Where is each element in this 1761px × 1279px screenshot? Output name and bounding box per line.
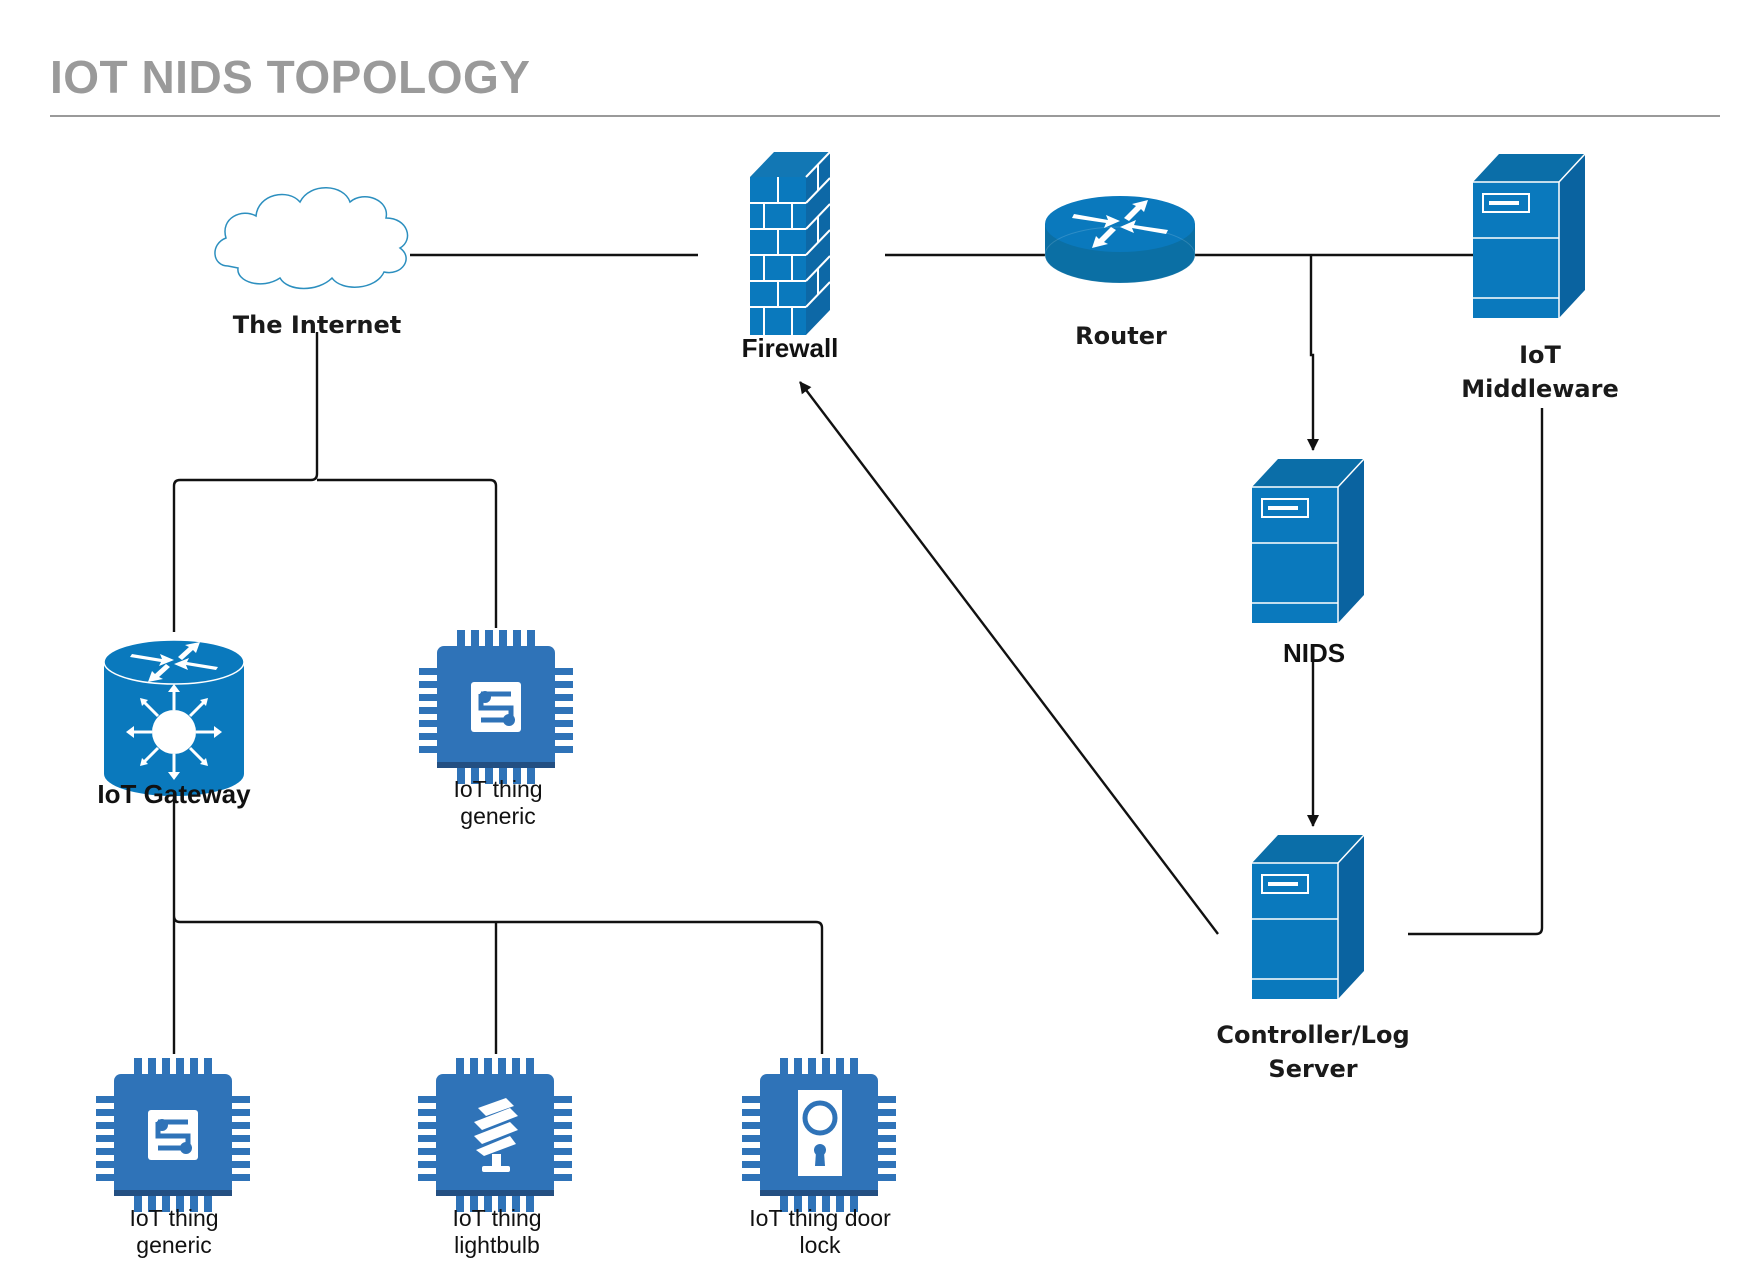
link-router-nids — [1307, 255, 1319, 451]
thing-top-label-line1: IoT thing — [453, 776, 542, 802]
middleware-server-icon — [1472, 153, 1586, 319]
gateway-label: IoT Gateway — [97, 779, 251, 809]
chip-generic-icon — [419, 630, 573, 784]
thing-lock-label-line1: IoT thing door — [749, 1205, 891, 1231]
chip-lightbulb-icon — [418, 1058, 572, 1212]
firewall-label: Firewall — [742, 333, 839, 363]
thing-top-label-line2: generic — [460, 803, 535, 829]
thing-generic-label-line1: IoT thing — [129, 1205, 218, 1231]
controller-label-line1: Controller/Log — [1216, 1021, 1409, 1049]
router-label: Router — [1075, 322, 1167, 350]
chip-generic-icon — [96, 1058, 250, 1212]
controller-server-icon — [1251, 834, 1365, 1000]
controller-label-line2: Server — [1268, 1055, 1357, 1083]
link-controller-middleware — [1408, 408, 1544, 936]
chip-doorlock-icon — [742, 1058, 896, 1212]
thing-bulb-label-line1: IoT thing — [452, 1205, 541, 1231]
firewall-icon — [750, 151, 831, 335]
nids-label: NIDS — [1283, 638, 1345, 668]
link-controller-firewall — [799, 381, 1219, 935]
internet-label: The Internet — [233, 311, 402, 339]
connections — [172, 253, 1544, 1054]
thing-generic-label-line2: generic — [136, 1232, 211, 1258]
router-icon — [1044, 196, 1196, 284]
thing-lock-label-line2: lock — [800, 1232, 841, 1258]
nids-server-icon — [1251, 458, 1365, 624]
link-internet-devices — [172, 332, 498, 632]
thing-bulb-label-line2: lightbulb — [454, 1232, 540, 1258]
page-title: IOT NIDS TOPOLOGY — [50, 51, 531, 103]
middleware-label-line2: Middleware — [1461, 375, 1618, 403]
gateway-router-icon — [103, 639, 245, 796]
middleware-label-line1: IoT — [1519, 341, 1561, 369]
link-gateway-things — [172, 782, 824, 1054]
cloud-icon — [214, 187, 409, 290]
title-divider — [50, 115, 1720, 117]
